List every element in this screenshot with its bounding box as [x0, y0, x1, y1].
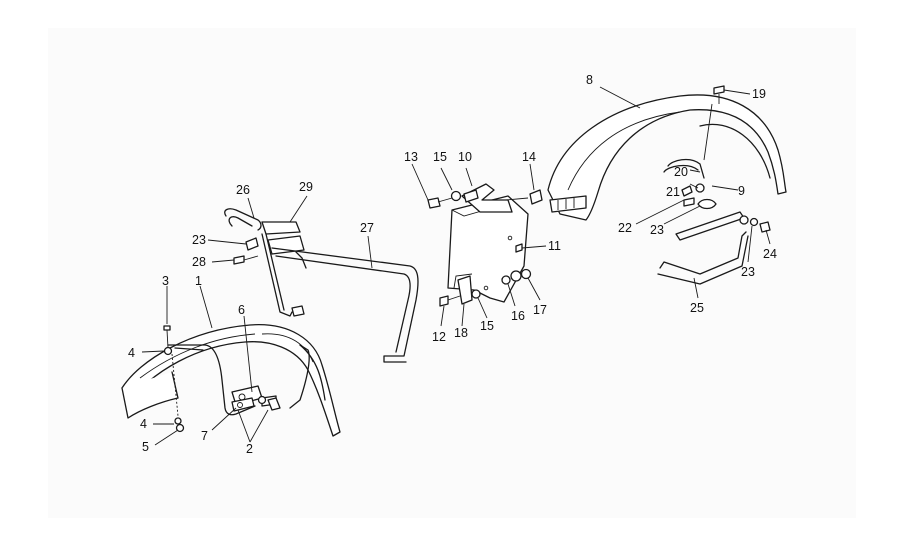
side-cover-bracket: [461, 183, 513, 213]
callout-15-top: 15: [433, 150, 447, 164]
front-fender-hardware: [163, 325, 185, 433]
rear-fender-hardware: [657, 85, 771, 285]
callout-23-right-bottom: 23: [741, 265, 755, 279]
callout-12: 12: [432, 330, 446, 344]
front-fender-stay: [167, 344, 310, 416]
rear-fender: [547, 94, 787, 221]
callout-9: 9: [738, 184, 745, 198]
callout-21: 21: [666, 185, 680, 199]
callout-20: 20: [674, 165, 688, 179]
callout-24: 24: [763, 247, 777, 261]
callout-17: 17: [533, 303, 547, 317]
callout-19: 19: [752, 87, 766, 101]
leader-lines: [141, 86, 771, 446]
callout-23-right-top: 23: [650, 223, 664, 237]
callout-15-bottom: 15: [480, 319, 494, 333]
callout-11: 11: [548, 239, 561, 253]
callout-7: 7: [201, 429, 208, 443]
callout-18: 18: [454, 326, 468, 340]
callout-4-bottom: 4: [140, 417, 147, 431]
callout-1: 1: [195, 274, 202, 288]
callout-14: 14: [522, 150, 536, 164]
callout-25: 25: [690, 301, 704, 315]
callout-26: 26: [236, 183, 250, 197]
callout-29: 29: [299, 180, 313, 194]
callout-10: 10: [458, 150, 472, 164]
callout-3: 3: [162, 274, 169, 288]
callout-labels: 3 1 4 4 5 6 7 2 26 29 23 28 27 13 15 10 …: [128, 73, 777, 456]
callout-6: 6: [238, 303, 245, 317]
callout-4-top: 4: [128, 346, 135, 360]
callout-28: 28: [192, 255, 206, 269]
callout-22: 22: [618, 221, 632, 235]
front-fender: [121, 324, 341, 437]
side-cover-hardware: [427, 189, 543, 307]
callout-8: 8: [586, 73, 593, 87]
side-cover: [447, 195, 529, 303]
callout-27: 27: [360, 221, 374, 235]
callout-2: 2: [246, 442, 253, 456]
callout-13: 13: [404, 150, 418, 164]
stand-frame: [224, 208, 419, 363]
callout-5: 5: [142, 440, 149, 454]
callout-16: 16: [511, 309, 525, 323]
callout-23-left: 23: [192, 233, 206, 247]
